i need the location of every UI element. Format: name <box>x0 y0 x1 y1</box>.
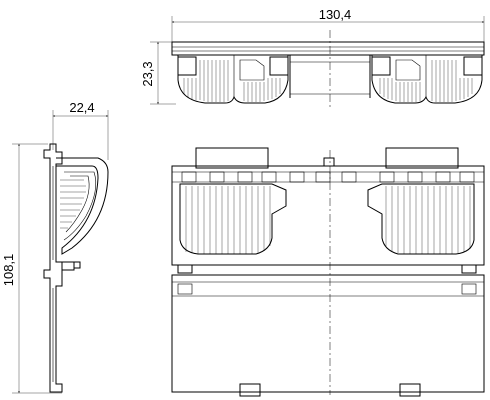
front-left-connector <box>179 183 287 255</box>
front-view-upper-module <box>171 147 485 395</box>
dimension-side-depth: 22,4 <box>52 100 109 160</box>
front-view-lower-housing <box>171 274 485 397</box>
side-view <box>43 143 109 393</box>
overall-width-label: 130,4 <box>319 7 352 22</box>
side-height-label: 108,1 <box>1 254 16 287</box>
top-right-connector <box>371 55 483 104</box>
dimension-overall-width: 130,4 <box>171 7 485 44</box>
front-right-connector <box>367 183 475 255</box>
top-view <box>171 30 485 110</box>
dimension-top-height: 23,3 <box>140 41 176 105</box>
dimension-side-height: 108,1 <box>1 143 62 394</box>
top-left-connector <box>177 55 289 104</box>
side-depth-label: 22,4 <box>69 100 94 115</box>
top-height-label: 23,3 <box>140 61 155 86</box>
